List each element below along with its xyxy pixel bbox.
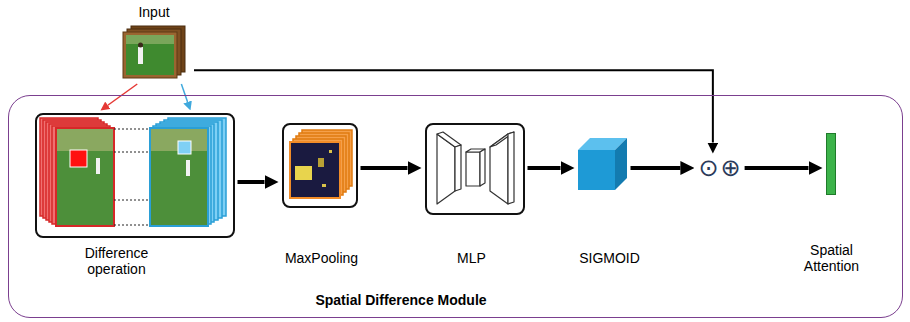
person-figure: [96, 158, 100, 174]
background-strip: [126, 35, 174, 44]
operator-symbol: ⊕: [720, 156, 742, 180]
node-label: MLP: [422, 250, 522, 267]
input-image: Input: [116, 4, 192, 82]
skip-arrow: [194, 70, 713, 142]
layer-side: [455, 145, 461, 191]
dotted-line: [114, 200, 150, 201]
correspondence-lines: [114, 129, 150, 225]
input-image: [123, 26, 185, 78]
red-frame-stack: [40, 118, 114, 226]
difference-patch: [178, 141, 191, 154]
node-label: Spatial Attention: [792, 242, 872, 276]
activation-dot: [322, 184, 326, 187]
mlp-panel: MLP: [425, 123, 525, 215]
image-frame: [123, 32, 177, 78]
maxpooling-panel: MaxPooling: [282, 123, 358, 208]
frame-front: [56, 128, 114, 226]
module-frame: Difference operationMaxPoolingMLPSIGMOID…: [8, 95, 903, 318]
flow-arrow: [361, 166, 408, 170]
dotted-line: [114, 129, 150, 130]
map-front: [290, 142, 340, 198]
node-label: SIGMOID: [565, 250, 655, 267]
grass: [126, 35, 174, 75]
pooled-map: [290, 130, 352, 198]
flow-arrow: [745, 166, 809, 170]
activation-blob: [318, 158, 324, 167]
activation-blob: [295, 166, 312, 180]
attention-bar: Spatial Attention: [826, 133, 836, 195]
flow-arrow: [238, 180, 265, 184]
frame-front: [150, 128, 208, 226]
difference-panel: Difference operation: [35, 113, 235, 238]
background-strip: [57, 129, 113, 151]
node-label: Difference operation: [62, 245, 172, 279]
person-figure: [186, 160, 190, 176]
image-layer: [127, 29, 181, 75]
blue-frame-stack: [150, 118, 226, 226]
layer-side: [480, 149, 485, 186]
person-head: [138, 43, 143, 48]
blue-arrow: [181, 84, 187, 102]
cube-front: [578, 150, 615, 190]
mlp-layers: [437, 132, 514, 204]
layer-face: [466, 152, 480, 186]
activation-dot: [329, 150, 332, 153]
sigmoid-cube: SIGMOID: [578, 138, 628, 190]
dotted-line: [114, 152, 150, 153]
flow-arrow: [528, 166, 561, 170]
sigmoid-cube: [578, 138, 627, 190]
node-label: Input: [116, 4, 192, 21]
dotted-line: [114, 225, 150, 226]
layer-side: [508, 132, 514, 204]
person-figure: [138, 47, 143, 64]
operator-symbol: ⊙: [697, 156, 719, 180]
difference-patch: [70, 150, 87, 167]
operator-symbols: ⊙⊕: [697, 156, 741, 180]
node-label: MaxPooling: [272, 250, 372, 267]
flow-arrow: [631, 166, 681, 170]
layer-top: [437, 132, 461, 147]
cube-side: [615, 138, 627, 190]
module-title: Spatial Difference Module: [9, 292, 793, 309]
